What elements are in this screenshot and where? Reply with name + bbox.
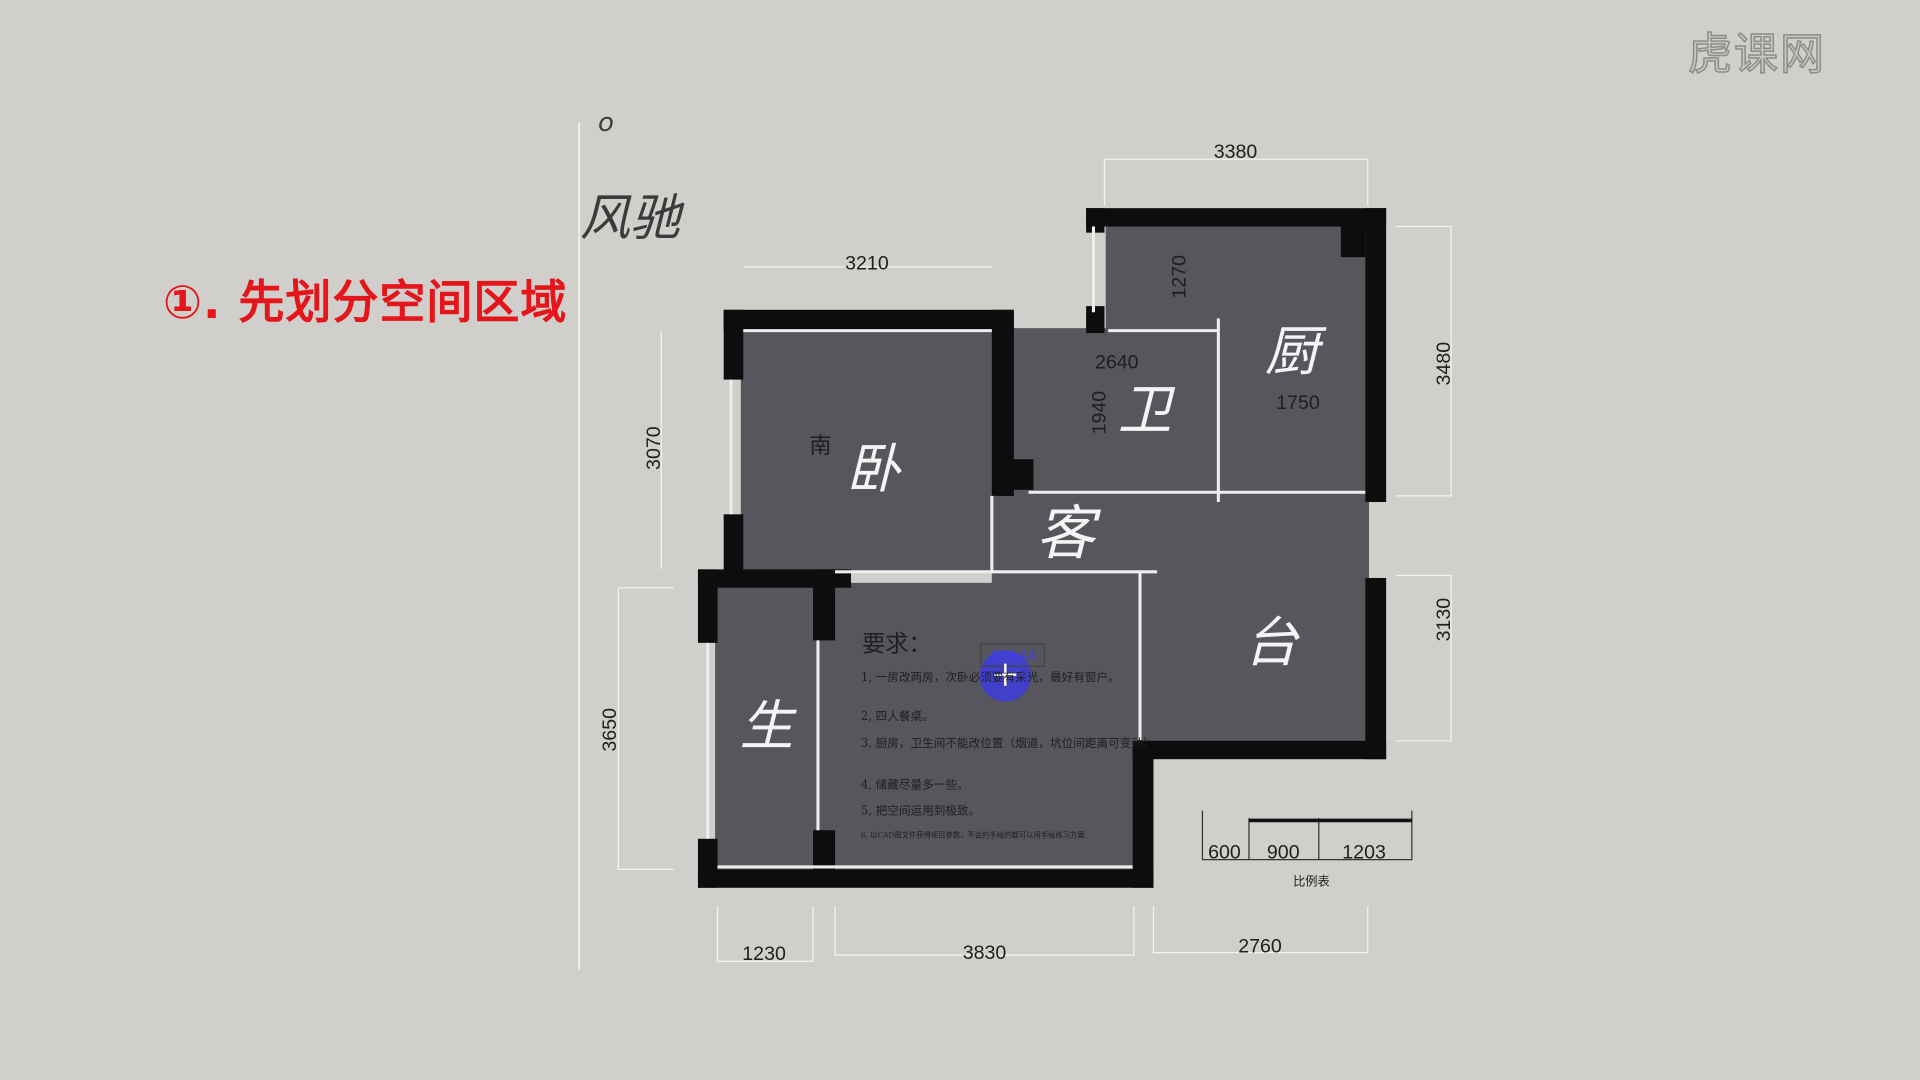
- requirement-item: 5, 把空间运用到极致。: [861, 803, 980, 817]
- dim-top-left: 3210: [845, 252, 889, 274]
- step-heading: ①. 先划分空间区域: [163, 275, 568, 329]
- shortcut-badge: Ctrl+Alt: [990, 648, 1035, 663]
- room-mark-living: 客: [1036, 498, 1102, 567]
- dim-left-upper: 3070: [643, 426, 665, 470]
- requirement-item: 6, 以CAD图文件获得项目参数，不会的手绘的都可以用手绘练习方案: [861, 831, 1086, 840]
- dim-right-upper: 3480: [1433, 342, 1455, 386]
- requirements-title: 要求：: [862, 630, 932, 657]
- room-mark-study: 生: [740, 694, 798, 757]
- walls: [697, 208, 1387, 888]
- dim-kitchen-inner: 1750: [1276, 392, 1320, 414]
- requirement-item: 1, 一房改两房，次卧必须要有采光，最好有窗户。: [861, 670, 1120, 684]
- dim-right-lower: 3130: [1433, 598, 1455, 642]
- room-mark-bath: 卫: [1118, 379, 1176, 442]
- dim-bottom-1: 1230: [742, 943, 786, 965]
- requirement-item: 4, 储藏尽量多一些。: [861, 778, 969, 792]
- requirement-item: 3, 厨房，卫生间不能改位置（烟道，坑位间距离可变动）: [861, 736, 1155, 750]
- crosshair-cursor-icon: [994, 663, 1017, 686]
- scale-bar: 600 900 1203 比例表: [1201, 810, 1413, 888]
- handwritten-mark: o: [598, 108, 614, 138]
- room-mark-balcony: 台: [1244, 611, 1300, 674]
- room-mark-kitchen: 厨: [1265, 320, 1327, 383]
- dim-top-right: 3380: [1214, 141, 1258, 163]
- requirements-note: 要求： 1, 一房改两房，次卧必须要有采光，最好有窗户。 2, 四人餐桌。 3,…: [861, 630, 1155, 839]
- dim-bath-depth: 1940: [1089, 391, 1111, 435]
- room-mark-bedroom: 卧: [846, 437, 902, 500]
- handwritten-name: 风驰: [580, 189, 680, 247]
- dim-left-lower: 3650: [599, 708, 621, 752]
- scale-label: 比例表: [1293, 874, 1330, 888]
- inner-partitions: [706, 226, 1366, 869]
- room-fill: [715, 224, 1369, 875]
- cursor-highlight: Ctrl+Alt: [979, 643, 1046, 702]
- dimension-lines: [617, 158, 1452, 962]
- requirement-item: 2, 四人餐桌。: [861, 709, 934, 723]
- dim-bottom-2: 3830: [963, 942, 1007, 964]
- dim-bath-width: 2640: [1095, 352, 1139, 374]
- dim-kitchen-depth: 1270: [1168, 255, 1190, 299]
- dim-bottom-3: 2760: [1238, 936, 1282, 958]
- scale-value: 900: [1267, 841, 1300, 863]
- scale-value: 600: [1208, 841, 1241, 863]
- south-label: 南: [809, 433, 831, 458]
- huke-watermark-logo: 虎课网: [1687, 28, 1826, 81]
- scale-value: 1203: [1342, 841, 1386, 863]
